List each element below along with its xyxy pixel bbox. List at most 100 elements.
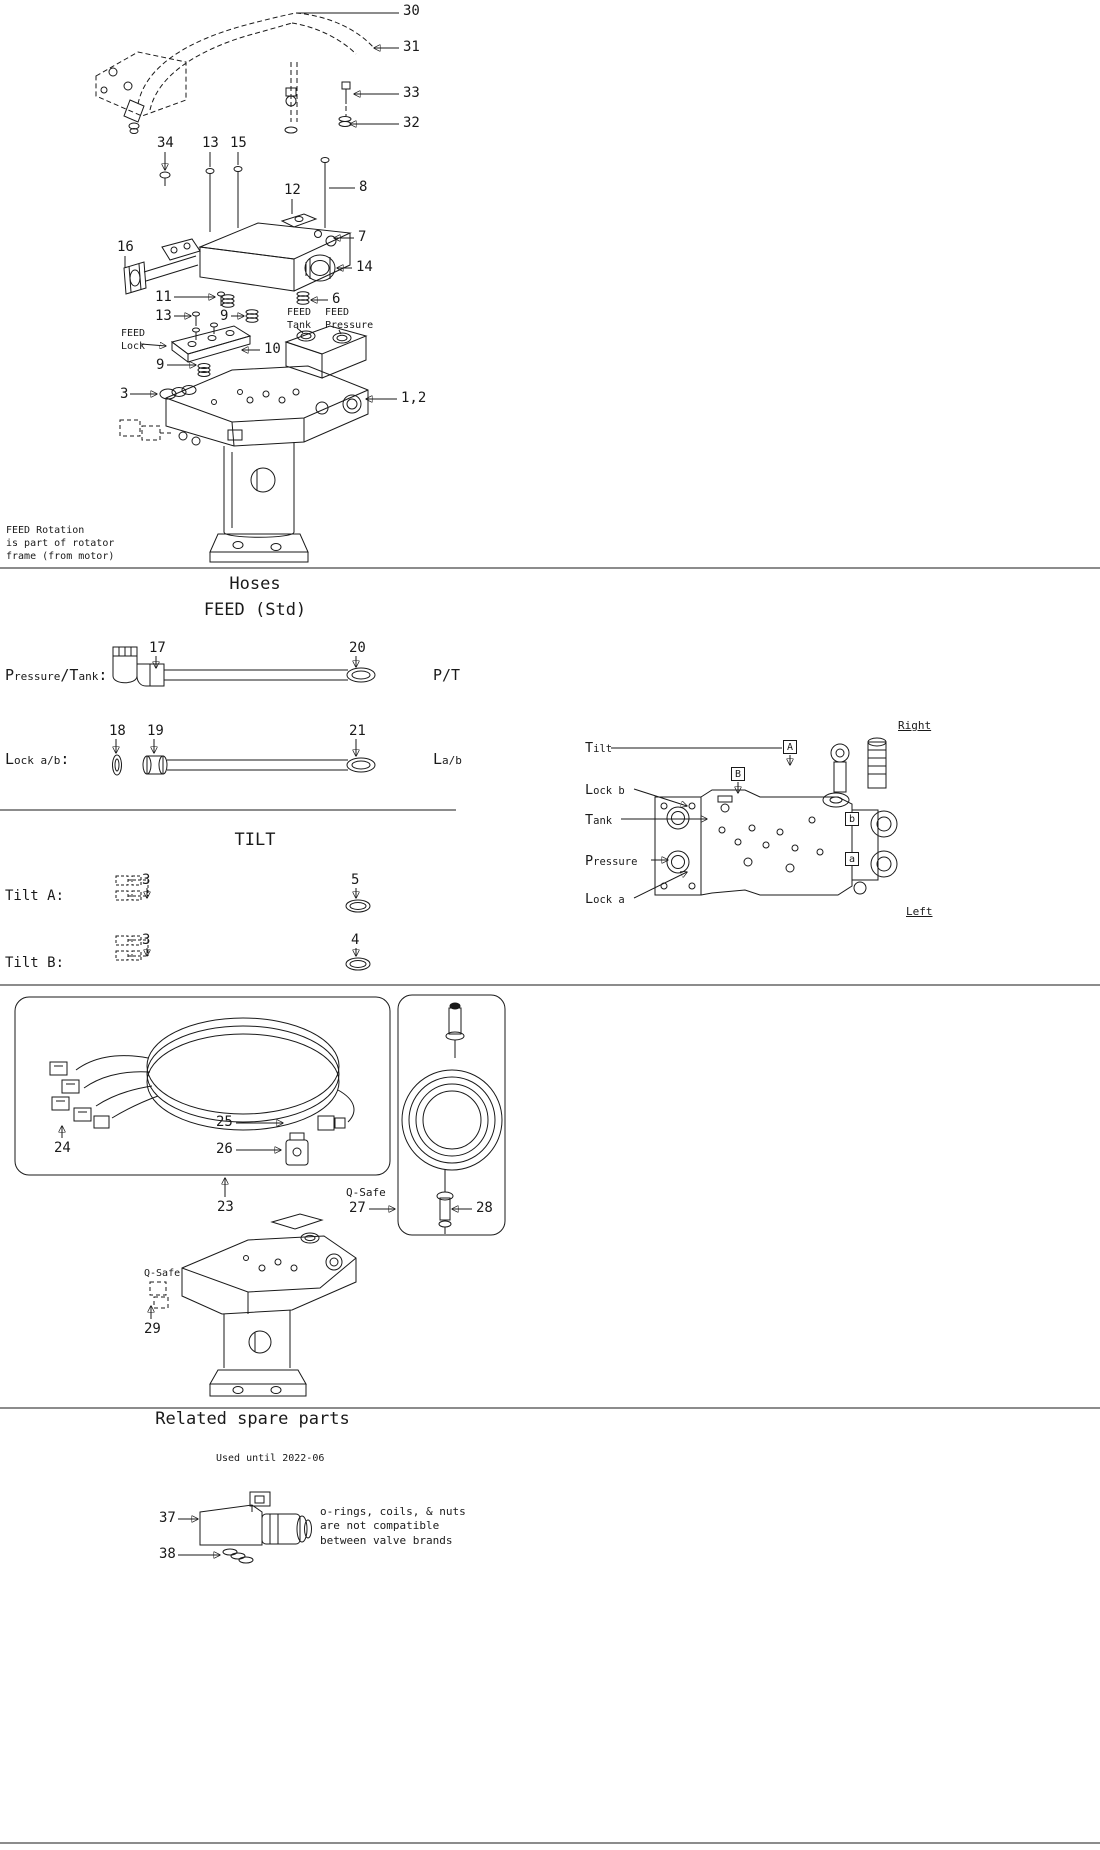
callout-leader-lines bbox=[62, 12, 472, 1555]
tilt-port-label: Tilt bbox=[585, 740, 612, 756]
tilt-title: TILT bbox=[234, 830, 276, 850]
port-tag-a: a bbox=[845, 852, 859, 866]
callout-12: 12 bbox=[284, 182, 301, 198]
callout-14: 14 bbox=[356, 259, 373, 275]
dashed-hose-art bbox=[95, 12, 375, 122]
callout-9: 9 bbox=[220, 308, 229, 324]
label-segment: L bbox=[585, 891, 594, 907]
label-segment: ock a bbox=[593, 894, 625, 906]
cable-kit-art bbox=[14, 996, 391, 1176]
label-segment: : bbox=[60, 750, 70, 768]
callout-33: 33 bbox=[403, 85, 420, 101]
callout-10: 10 bbox=[264, 341, 281, 357]
feed-pressure-label: FEED Pressure bbox=[325, 307, 374, 331]
left-side-label: Left bbox=[906, 905, 933, 918]
feed-tank-label: FEED Tank bbox=[287, 307, 312, 331]
callout-25: 25 bbox=[216, 1114, 233, 1130]
solenoid-valve-cluster-art bbox=[123, 213, 352, 326]
bolts-art bbox=[159, 157, 330, 232]
label-segment: ressure bbox=[14, 670, 61, 683]
port-tag-A: A bbox=[783, 740, 797, 754]
rotation-note: FEED Rotation is part of rotator frame (… bbox=[6, 525, 115, 562]
callout-20: 20 bbox=[349, 640, 366, 656]
callout-5: 5 bbox=[351, 872, 360, 888]
callout-8: 8 bbox=[359, 179, 368, 195]
lock-ab-label: Lock a/b: bbox=[5, 750, 69, 768]
label-segment: T bbox=[585, 740, 594, 756]
pressure-port-label: Pressure bbox=[585, 853, 637, 869]
pt-short-label: P/T bbox=[433, 666, 461, 684]
callout-11: 11 bbox=[155, 289, 172, 305]
qsafe-hose-art bbox=[397, 994, 506, 1236]
label-segment: T bbox=[585, 812, 594, 828]
label-segment: /T bbox=[60, 666, 79, 684]
tilt-a-row-art bbox=[115, 875, 371, 913]
callout-13: 13 bbox=[202, 135, 219, 151]
callout-26: 26 bbox=[216, 1141, 233, 1157]
label-segment: ank bbox=[593, 815, 613, 827]
pressure-tank-label: Pressure/Tank: bbox=[5, 666, 107, 684]
callout-30: 30 bbox=[403, 3, 420, 19]
label-segment: L bbox=[585, 782, 594, 798]
callout-37: 37 bbox=[159, 1510, 176, 1526]
port-tag-B: B bbox=[731, 767, 745, 781]
callout-9: 9 bbox=[156, 357, 165, 373]
callout-7: 7 bbox=[358, 229, 367, 245]
port-tag-b: b bbox=[845, 812, 859, 826]
label-segment: ressure bbox=[593, 856, 638, 868]
label-segment: ilt bbox=[593, 743, 613, 755]
label-segment: a/b bbox=[442, 754, 462, 767]
feed-lock-label: FEED Lock bbox=[121, 328, 146, 352]
related-spare-parts-title: Related spare parts bbox=[155, 1409, 350, 1429]
callout-16: 16 bbox=[117, 239, 134, 255]
hose-fittings-art bbox=[100, 67, 352, 134]
callout-24: 24 bbox=[54, 1140, 71, 1156]
divider-rules bbox=[0, 567, 1100, 1844]
label-segment: ank bbox=[78, 670, 99, 683]
callout-3: 3 bbox=[120, 386, 129, 402]
callout-19: 19 bbox=[147, 723, 164, 739]
lock-a-port-label: Lock a bbox=[585, 891, 625, 907]
callout-31: 31 bbox=[403, 39, 420, 55]
label-segment: P bbox=[585, 853, 594, 869]
hose-pt-row-art bbox=[112, 646, 376, 687]
callout-15: 15 bbox=[230, 135, 247, 151]
callout-3: 3 bbox=[142, 932, 151, 948]
tilt-b-label: Tilt B: bbox=[5, 955, 65, 971]
callout-21: 21 bbox=[349, 723, 366, 739]
feed-port-block-art bbox=[140, 325, 368, 379]
callout-18: 18 bbox=[109, 723, 126, 739]
callout-32: 32 bbox=[403, 115, 420, 131]
hoses-title: Hoses bbox=[229, 574, 281, 594]
tank-port-label: Tank bbox=[585, 812, 612, 828]
callout-6: 6 bbox=[332, 291, 341, 307]
qsafe-label-2: Q-Safe bbox=[144, 1268, 181, 1279]
lock-b-port-label: Lock b bbox=[585, 782, 625, 798]
tilt-a-label: Tilt A: bbox=[5, 888, 65, 904]
label-segment: ock b bbox=[593, 785, 625, 797]
hose-lock-row-art bbox=[112, 754, 376, 776]
right-side-label: Right bbox=[898, 719, 932, 732]
feed-std-subtitle: FEED (Std) bbox=[203, 600, 307, 620]
label-segment: P bbox=[5, 666, 15, 684]
callout-34: 34 bbox=[157, 135, 174, 151]
lock-plate-art bbox=[170, 322, 252, 377]
label-segment: L bbox=[5, 750, 15, 768]
spare-valve-art bbox=[199, 1491, 312, 1564]
callout-13: 13 bbox=[155, 308, 172, 324]
callout-4: 4 bbox=[351, 932, 360, 948]
callout-23: 23 bbox=[217, 1199, 234, 1215]
main-valve-body-art bbox=[119, 365, 369, 563]
callout-1,2: 1,2 bbox=[401, 390, 427, 406]
label-segment: L bbox=[433, 750, 443, 768]
tilt-b-row-art bbox=[115, 935, 371, 971]
used-until-label: Used until 2022-06 bbox=[216, 1453, 325, 1464]
label-segment: : bbox=[98, 666, 108, 684]
callout-3: 3 bbox=[142, 872, 151, 888]
callout-17: 17 bbox=[149, 640, 166, 656]
callout-38: 38 bbox=[159, 1546, 176, 1562]
valve-top-view-art bbox=[611, 737, 898, 899]
lower-valve-art bbox=[149, 1213, 357, 1397]
